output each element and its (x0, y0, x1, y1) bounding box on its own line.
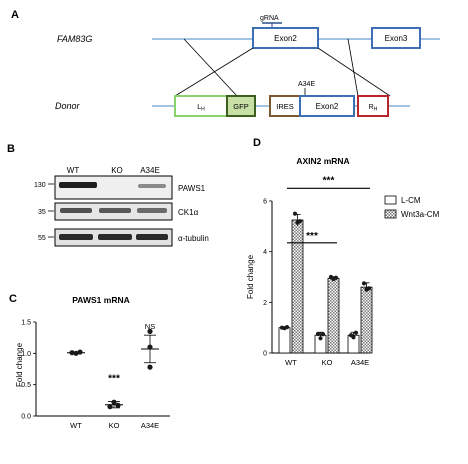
donor-exon2-label: Exon2 (316, 102, 339, 111)
blot-paws1 (54, 175, 173, 200)
chart-c-title: PAWS1 mRNA (72, 295, 129, 305)
panel-a: A FAM83G gRNA Exon2 Exon3 Donor LH GFP I… (11, 9, 440, 117)
bar (360, 286, 373, 354)
data-point (351, 335, 356, 340)
band (98, 234, 132, 240)
y-tick-label: 0.5 (21, 382, 31, 389)
panel-d-label: D (253, 137, 261, 149)
mutation-label: A34E (298, 81, 315, 88)
chart-d-title: AXIN2 mRNA (296, 156, 349, 166)
y-tick-label: 1.0 (21, 351, 31, 358)
bar (327, 277, 340, 354)
significance-label: *** (323, 175, 335, 186)
data-point (147, 364, 153, 370)
exon3-box (371, 27, 421, 49)
grna-label: gRNA (260, 15, 279, 22)
data-point (333, 275, 339, 280)
right-homology-arm (357, 95, 389, 117)
panel-a-label: A (11, 9, 19, 21)
x-tick-label: KO (322, 358, 333, 367)
x-tick-label: WT (70, 421, 82, 430)
data-point (69, 350, 75, 356)
homology-line (347, 38, 359, 97)
y-tick-label: 0.0 (21, 414, 31, 421)
legend-label-l-cm: L-CM (401, 196, 421, 205)
data-point (147, 344, 153, 350)
legend-label-wnt3a-cm: Wnt3a-CM (401, 210, 440, 219)
band (138, 184, 166, 188)
x-tick-label: A34E (141, 421, 159, 430)
lane-label-a34e: A34E (140, 166, 160, 175)
donor-label: Donor (55, 101, 81, 111)
data-point (353, 330, 359, 335)
data-point (73, 350, 79, 356)
right-homology-arm-label: RH (369, 104, 378, 113)
donor-exon2-box (299, 95, 355, 117)
exon2-box (252, 27, 319, 49)
panel-b: B WT KO A34E 130 PAWS1 35 CK1α 55 α-tubu… (7, 143, 209, 247)
data-point (318, 336, 323, 341)
data-point (366, 286, 372, 291)
data-point (77, 349, 83, 355)
band (59, 182, 97, 188)
panel-c-label: C (9, 293, 17, 305)
significance-label: NS (145, 322, 155, 331)
ires-label: IRES (276, 102, 294, 111)
marker-35: 35 (38, 209, 46, 216)
y-tick-label: 2 (263, 300, 267, 307)
data-point (320, 332, 326, 337)
gfp-box (226, 95, 256, 117)
data-point (107, 404, 113, 410)
y-tick-label: 6 (263, 199, 267, 206)
band (59, 234, 93, 240)
bar (278, 327, 291, 354)
chart-d-plot: 0 2 4 6WT KO A34E *** *** (263, 175, 373, 367)
significance-label: *** (306, 231, 318, 242)
data-point (111, 399, 117, 405)
x-tick-label: A34E (351, 358, 369, 367)
data-point (292, 211, 298, 216)
x-tick-label: KO (109, 421, 120, 430)
chart-c-ylabel: Fold change (15, 342, 24, 387)
panel-d: D AXIN2 mRNA Fold change 0 2 4 6WT KO A34E ***… (246, 137, 440, 367)
data-point (315, 331, 321, 337)
data-point (115, 402, 121, 408)
protein-ck1a: CK1α (178, 208, 199, 217)
left-homology-arm-label: LH (197, 104, 205, 113)
y-tick-label: 4 (263, 249, 267, 256)
protein-tubulin: α-tubulin (178, 234, 209, 243)
band (99, 208, 131, 213)
data-point (361, 281, 367, 286)
homology-line (183, 38, 238, 97)
legend-swatch-wnt3a-cm (384, 209, 397, 219)
protein-paws1: PAWS1 (178, 184, 206, 193)
band (137, 208, 167, 213)
y-tick-label: 1.5 (21, 320, 31, 327)
exon2-label: Exon2 (274, 34, 297, 43)
data-point (297, 219, 303, 224)
x-tick-label: WT (285, 358, 297, 367)
gene-name: FAM83G (57, 34, 92, 44)
legend-swatch-l-cm (384, 195, 397, 205)
marker-130: 130 (34, 182, 46, 189)
panel-b-label: B (7, 143, 15, 155)
chart-d-ylabel: Fold change (246, 254, 255, 299)
data-point (147, 328, 153, 334)
exon3-label: Exon3 (385, 34, 408, 43)
data-point (284, 325, 290, 330)
y-tick-label: 0 (263, 351, 267, 358)
chart-c-plot: 0.0 0.5 1.0 1.5WT KO *** A34E NS (21, 320, 170, 430)
lane-label-wt: WT (67, 166, 80, 175)
lane-label-ko: KO (111, 166, 123, 175)
panel-c: C PAWS1 mRNA Fold change 0.0 0.5 1.0 1.5WT K… (9, 293, 170, 430)
gfp-label: GFP (233, 102, 248, 111)
band (136, 234, 168, 240)
marker-55: 55 (38, 235, 46, 242)
band (60, 208, 92, 213)
homology-line (174, 47, 254, 97)
significance-label: *** (108, 374, 120, 385)
bar (291, 219, 304, 354)
